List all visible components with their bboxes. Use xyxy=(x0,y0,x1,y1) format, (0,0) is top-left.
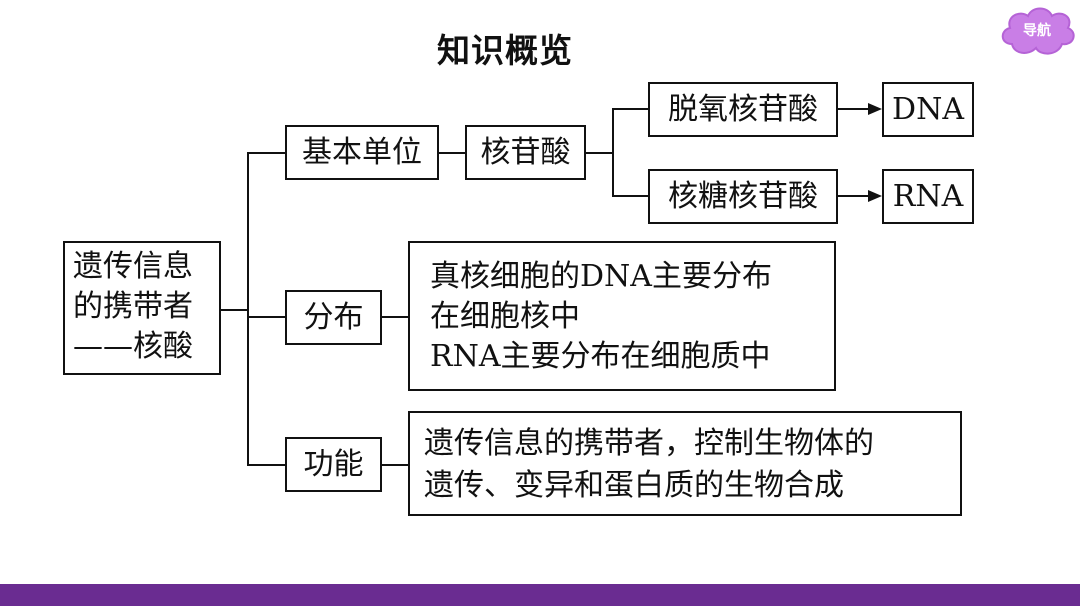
page-title: 知识概览 xyxy=(437,31,573,70)
ribonucleotide-box: 核糖核苷酸 xyxy=(648,169,838,224)
distribution-text-line-2: 在细胞核中 xyxy=(430,299,580,334)
root-line-1: 遗传信息 xyxy=(73,249,193,284)
function-text-line-2: 遗传、变异和蛋白质的生物合成 xyxy=(424,468,844,503)
function-label: 功能 xyxy=(303,446,364,482)
distribution-text-line-1: 真核细胞的DNA主要分布 xyxy=(430,259,772,294)
root-connector xyxy=(220,309,248,311)
cloud-icon xyxy=(1001,7,1075,55)
rna-box: RNA xyxy=(882,169,974,224)
function-box: 功能 xyxy=(285,437,382,492)
dna-box: DNA xyxy=(882,82,974,137)
branch-function xyxy=(247,464,285,466)
fork-ribo xyxy=(612,195,649,197)
root-line-3: ——核酸 xyxy=(73,329,193,364)
distribution-text-line-3: RNA主要分布在细胞质中 xyxy=(430,339,771,374)
function-connector xyxy=(382,464,410,466)
nucleotide-box: 核苷酸 xyxy=(465,125,586,180)
bottom-bar xyxy=(0,584,1080,606)
function-text-line-1: 遗传信息的携带者，控制生物体的 xyxy=(424,426,874,461)
distribution-label: 分布 xyxy=(303,299,364,335)
rna-label: RNA xyxy=(892,178,964,214)
basic-unit-label: 基本单位 xyxy=(302,134,422,170)
dna-label: DNA xyxy=(892,91,964,127)
basic-unit-box: 基本单位 xyxy=(285,125,439,180)
deoxynucleotide-box: 脱氧核苷酸 xyxy=(648,82,838,137)
nucleotide-connector xyxy=(585,152,613,154)
distribution-text-box: 真核细胞的DNA主要分布 在细胞核中 RNA主要分布在细胞质中 xyxy=(408,241,836,391)
nucleotide-fork xyxy=(612,108,614,197)
root-box: 遗传信息 的携带者 ——核酸 xyxy=(63,241,221,375)
nav-button[interactable]: 导航 xyxy=(998,4,1076,58)
arrow-to-dna xyxy=(838,103,882,115)
distribution-box: 分布 xyxy=(285,290,382,345)
distribution-connector xyxy=(382,316,410,318)
function-text-box: 遗传信息的携带者，控制生物体的 遗传、变异和蛋白质的生物合成 xyxy=(408,411,962,516)
fork-deoxy xyxy=(612,108,649,110)
branch-basic xyxy=(247,152,285,154)
nucleotide-label: 核苷酸 xyxy=(480,134,571,170)
branch-distribution xyxy=(247,316,285,318)
ribonucleotide-label: 核糖核苷酸 xyxy=(668,178,818,214)
root-line-2: 的携带者 xyxy=(73,289,193,324)
arrow-to-rna xyxy=(838,190,882,202)
basic-to-nucleotide xyxy=(438,152,466,154)
trunk-line xyxy=(247,152,249,465)
deoxynucleotide-label: 脱氧核苷酸 xyxy=(668,91,818,127)
nav-label: 导航 xyxy=(1023,23,1051,39)
